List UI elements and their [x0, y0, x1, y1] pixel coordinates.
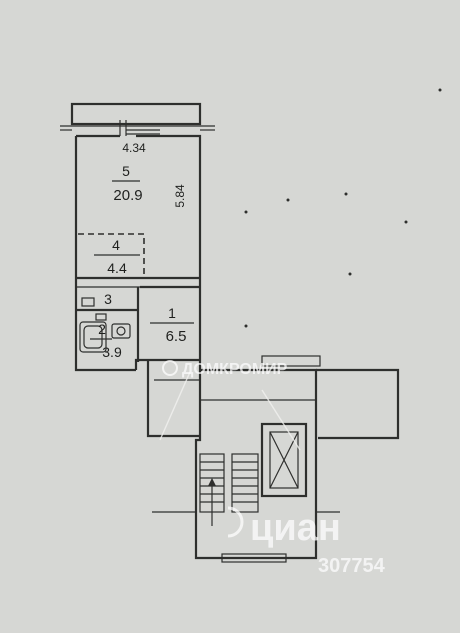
side-length-dimension: 5.84: [173, 184, 187, 208]
room-3-label: 3: [104, 291, 112, 307]
toilet-icon: [95, 313, 107, 321]
room-area: 4.4: [107, 260, 127, 276]
building-common-area: [146, 355, 400, 560]
room-number: 5: [122, 163, 130, 179]
watermark-text: ДОМКРОМИР: [182, 361, 288, 378]
room-number: 2: [98, 321, 106, 337]
watermark-number: 307754: [318, 555, 386, 577]
room-area: 20.9: [113, 187, 142, 204]
room-area: 6.5: [166, 328, 187, 345]
room-2-label: 2 3.9: [90, 321, 122, 360]
room-number: 4: [112, 237, 120, 253]
top-width-dimension: 4.34: [122, 141, 146, 155]
room-number: 3: [104, 291, 112, 307]
room-area: 3.9: [102, 344, 122, 360]
room-4-label: 4 4.4: [94, 237, 140, 276]
cian-watermark: циан 307754: [227, 506, 386, 577]
room-1-label: 1 6.5: [150, 305, 194, 345]
watermark-brand: циан: [250, 507, 341, 549]
room-number: 1: [168, 305, 176, 321]
balcony: [60, 102, 215, 127]
window-marks: [60, 120, 215, 136]
bathtub-icon: [79, 321, 107, 353]
sink-icon: [111, 323, 131, 339]
room-4-closet-outline: [78, 233, 145, 278]
domkromir-watermark: ДОМКРОМИР: [162, 360, 288, 378]
stairs: [199, 453, 259, 526]
washbasin-icon: [81, 297, 95, 307]
entrance-door: [221, 553, 287, 563]
room-5-label: 5 20.9: [112, 163, 143, 204]
